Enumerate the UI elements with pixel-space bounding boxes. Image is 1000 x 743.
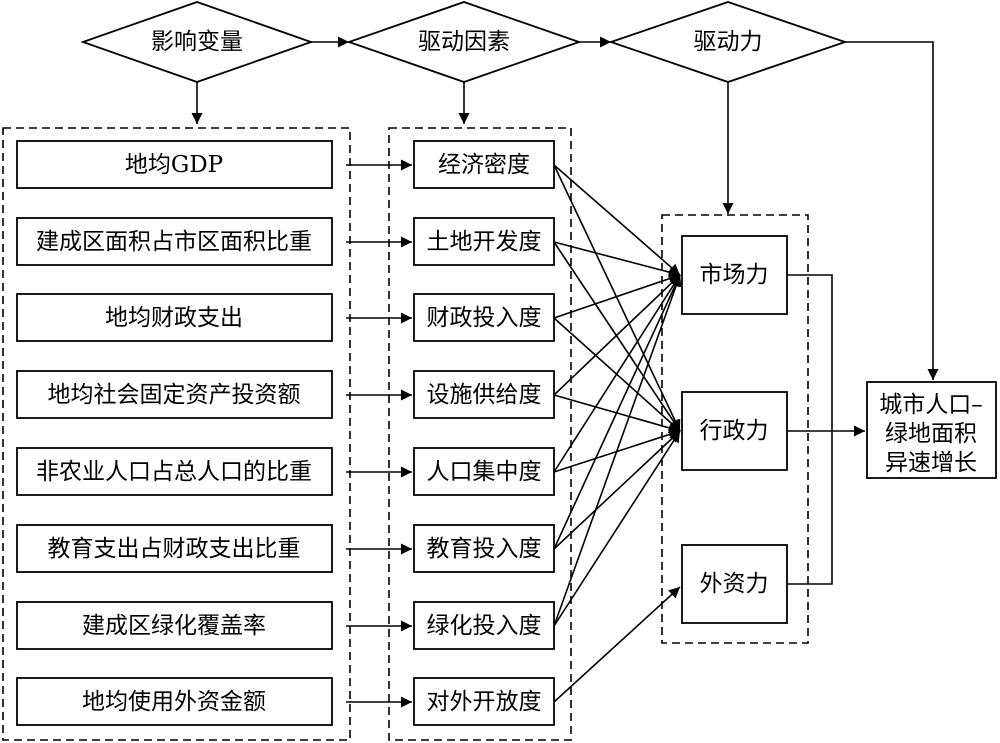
force-box-foreign-capital: 外资力: [681, 544, 788, 624]
force-label: 行政力: [700, 418, 769, 444]
outcome-line-3: 异速增长: [885, 450, 977, 476]
outcome-line-2: 绿地面积: [885, 421, 977, 447]
variable-label: 教育支出占财政支出比重: [48, 536, 301, 562]
header-driving-forces-label: 驱动力: [694, 29, 763, 55]
arrows-factor-to-force: [553, 164, 682, 703]
header-driving-forces: 驱动力: [608, 1, 848, 83]
variable-label: 地均使用外资金额: [82, 689, 266, 715]
outcome-line-1: 城市人口–: [879, 392, 983, 418]
factor-box-7: 绿化投入度: [413, 601, 555, 650]
factor-box-6: 教育投入度: [413, 524, 555, 573]
factor-label: 绿化投入度: [427, 613, 542, 639]
header-influence-variables-label: 影响变量: [151, 29, 243, 55]
factor-box-8: 对外开放度: [413, 677, 555, 726]
factor-label: 财政投入度: [427, 305, 542, 331]
bracket-forces: [787, 274, 833, 585]
variable-box-2: 建成区面积占市区面积比重: [16, 217, 333, 266]
factors-group: [388, 127, 572, 741]
variable-box-8: 地均使用外资金额: [16, 677, 333, 726]
factor-box-4: 设施供给度: [413, 370, 555, 419]
outcome-box: 城市人口– 绿地面积 异速增长: [866, 381, 997, 479]
variable-label: 建成区面积占市区面积比重: [36, 229, 312, 255]
factor-box-2: 土地开发度: [413, 217, 555, 266]
factor-box-5: 人口集中度: [413, 447, 555, 496]
force-label: 外资力: [700, 571, 769, 597]
variable-box-4: 地均社会固定资产投资额: [16, 370, 333, 419]
variable-box-1: 地均GDP: [16, 140, 333, 189]
factor-label: 教育投入度: [427, 536, 542, 562]
factor-label: 设施供给度: [427, 382, 542, 408]
factor-label: 对外开放度: [427, 689, 542, 715]
variable-box-5: 非农业人口占总人口的比重: [16, 447, 333, 496]
variable-box-7: 建成区绿化覆盖率: [16, 601, 333, 650]
variable-label: 非农业人口占总人口的比重: [36, 459, 312, 485]
force-box-market: 市场力: [681, 235, 788, 315]
variable-label: 地均GDP: [125, 152, 223, 178]
header-influence-variables: 影响变量: [80, 1, 314, 83]
variable-label: 建成区绿化覆盖率: [82, 613, 266, 639]
variable-label: 地均财政支出: [105, 305, 243, 331]
factor-box-1: 经济密度: [413, 140, 555, 189]
variable-box-6: 教育支出占财政支出比重: [16, 524, 333, 573]
factor-label: 人口集中度: [427, 459, 542, 485]
factor-label: 土地开发度: [427, 229, 542, 255]
header-driving-factors: 驱动因素: [346, 1, 582, 83]
variable-label: 地均社会固定资产投资额: [48, 382, 301, 408]
forces-group: [661, 214, 809, 644]
header-driving-factors-label: 驱动因素: [418, 29, 510, 55]
force-box-administrative: 行政力: [681, 391, 788, 471]
variables-group: [2, 127, 351, 741]
arrow-forces-to-outcome: [845, 41, 939, 380]
force-label: 市场力: [700, 262, 769, 288]
variable-box-3: 地均财政支出: [16, 293, 333, 342]
factor-label: 经济密度: [438, 152, 530, 178]
factor-box-3: 财政投入度: [413, 293, 555, 342]
